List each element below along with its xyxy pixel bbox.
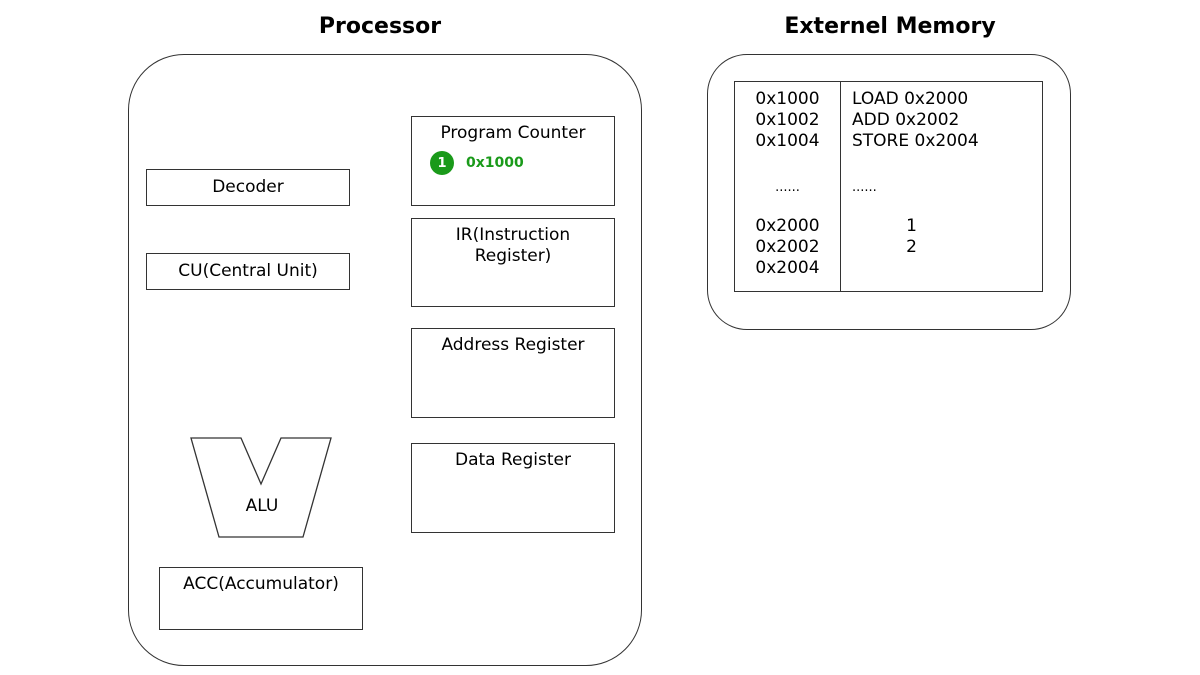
cu-label: CU(Central Unit) (178, 261, 318, 281)
memory-address: 0x1000 (755, 89, 820, 109)
memory-title: Externel Memory (784, 14, 996, 39)
address-register-box: Address Register (411, 328, 615, 418)
ir-label: IR(Instruction Register) (412, 225, 614, 267)
data-register-label: Data Register (455, 450, 571, 470)
address-register-label: Address Register (441, 335, 585, 355)
memory-instruction: ADD 0x2002 (852, 110, 960, 130)
memory-address: 0x1004 (755, 131, 820, 151)
program-counter-value-row: 1 0x1000 (430, 151, 524, 175)
acc-box: ACC(Accumulator) (159, 567, 363, 630)
ir-box: IR(Instruction Register) (411, 218, 615, 307)
memory-content-ellipsis: ...... (852, 180, 877, 195)
memory-address-ellipsis: ...... (775, 180, 800, 195)
processor-title: Processor (318, 14, 442, 39)
program-counter-value: 0x1000 (466, 155, 524, 171)
acc-label: ACC(Accumulator) (183, 574, 339, 594)
memory-value: 2 (906, 237, 917, 257)
memory-address: 0x2000 (755, 216, 820, 236)
cu-box: CU(Central Unit) (146, 253, 350, 290)
memory-table: 0x1000 0x1002 0x1004 LOAD 0x2000 ADD 0x2… (734, 81, 1043, 292)
ir-label-line1: IR(Instruction (455, 225, 571, 245)
data-register-box: Data Register (411, 443, 615, 533)
memory-column-divider (840, 82, 841, 291)
decoder-box: Decoder (146, 169, 350, 206)
memory-value: 1 (906, 216, 917, 236)
memory-address: 0x2002 (755, 237, 820, 257)
alu-shape (190, 437, 332, 538)
memory-instruction: STORE 0x2004 (852, 131, 979, 151)
decoder-label: Decoder (212, 177, 284, 197)
step-badge: 1 (430, 151, 454, 175)
memory-instruction: LOAD 0x2000 (852, 89, 969, 109)
program-counter-box: Program Counter 1 0x1000 (411, 116, 615, 206)
ir-label-line2: Register) (474, 246, 552, 266)
program-counter-label: Program Counter (440, 123, 586, 143)
alu-label: ALU (245, 496, 279, 516)
memory-address: 0x1002 (755, 110, 820, 130)
memory-address: 0x2004 (755, 258, 820, 278)
memory-panel (707, 54, 1071, 330)
